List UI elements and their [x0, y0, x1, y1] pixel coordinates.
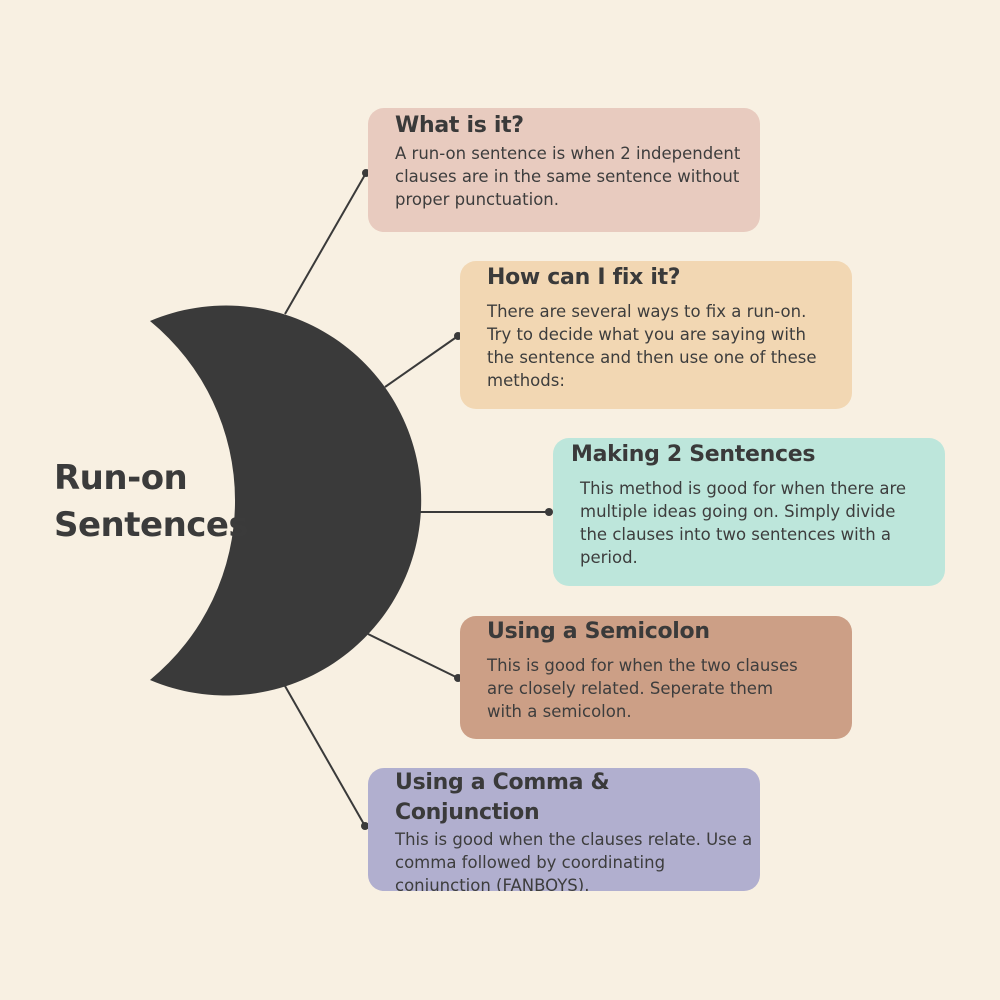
crescent-shape — [150, 305, 422, 696]
card-heading: Making 2 Sentences — [571, 442, 816, 467]
connector-dot-making — [545, 508, 553, 516]
card-body: A run-on sentence is when 2 independent … — [395, 144, 741, 209]
card-what-is-it: What is it? A run-on sentence is when 2 … — [368, 108, 760, 232]
card-using-a-comma-conjunction: Using a Comma & Conjunction This is good… — [368, 768, 760, 891]
card-heading: What is it? — [395, 113, 524, 138]
connector-line-semicolon — [367, 633, 459, 679]
connector-line-fix — [384, 335, 459, 388]
card-body: This method is good for when there are m… — [580, 479, 907, 567]
card-body: This is good for when the two clauses ar… — [487, 656, 798, 721]
card-making-2-sentences: Making 2 Sentences This method is good f… — [553, 438, 945, 586]
card-using-a-semicolon: Using a Semicolon This is good for when … — [460, 616, 852, 739]
card-heading: Using a Comma & Conjunction — [395, 770, 610, 825]
connector-lines — [284, 172, 549, 827]
connector-line-comma — [284, 685, 366, 827]
card-heading: How can I fix it? — [487, 265, 681, 290]
connector-dot-comma — [361, 822, 369, 830]
card-heading: Using a Semicolon — [487, 619, 710, 644]
card-body: There are several ways to fix a run-on. … — [487, 302, 817, 390]
card-how-can-i-fix-it: How can I fix it? There are several ways… — [460, 261, 852, 409]
diagram-title: Run-on Sentences — [54, 458, 249, 545]
connector-line-what — [284, 172, 367, 315]
card-body: This is good when the clauses relate. Us… — [395, 830, 753, 891]
